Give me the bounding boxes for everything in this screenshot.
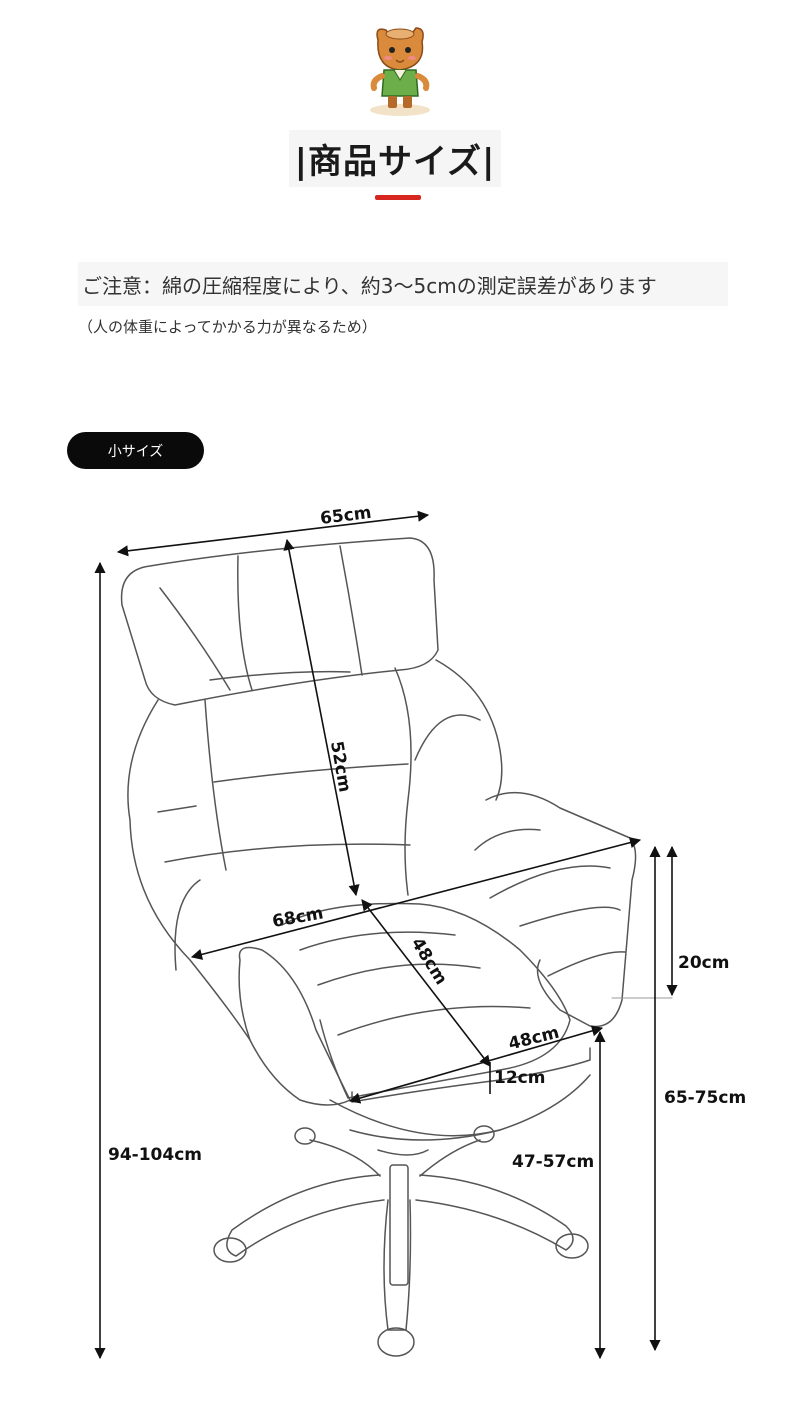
label-back-height: 52cm — [326, 740, 355, 794]
label-armrest-height: 20cm — [678, 953, 729, 973]
label-total-height: 94-104cm — [108, 1145, 202, 1165]
arrow-back-height — [283, 538, 360, 897]
size-tag-label: 小サイズ — [107, 443, 164, 460]
chair-illustration — [120, 537, 673, 1357]
notice-text: ご注意：綿の圧縮程度により、約3〜5cmの測定誤差があります — [82, 274, 657, 298]
label-armrest-floor-height: 65-75cm — [664, 1088, 746, 1108]
label-seat-depth: 48cm — [407, 934, 451, 988]
page-title: |商品サイズ| — [288, 130, 502, 187]
arrow-seat-width — [190, 837, 642, 960]
notice-background — [78, 262, 728, 306]
arrow-seat-front-width — [348, 1025, 604, 1104]
mascot-icon — [370, 27, 430, 116]
label-seat-height: 47-57cm — [512, 1152, 594, 1172]
arrow-top-width — [116, 510, 430, 557]
label-top-width: 65cm — [319, 503, 373, 529]
size-tag: 小サイズ — [67, 432, 204, 469]
dimension-arrows — [94, 510, 678, 1360]
label-seat-front-width: 48cm — [507, 1023, 562, 1055]
notice-subtext: （人の体重によってかかる力が異なるため） — [78, 318, 377, 336]
arrow-seat-depth — [361, 899, 491, 1067]
label-cushion-thickness: 12cm — [494, 1068, 545, 1088]
chair-dimension-diagram: 65cm 52cm 68cm 48cm 48cm 12cm 20cm 94-10… — [94, 503, 746, 1360]
title-underline — [375, 195, 421, 200]
label-seat-width: 68cm — [271, 903, 325, 932]
